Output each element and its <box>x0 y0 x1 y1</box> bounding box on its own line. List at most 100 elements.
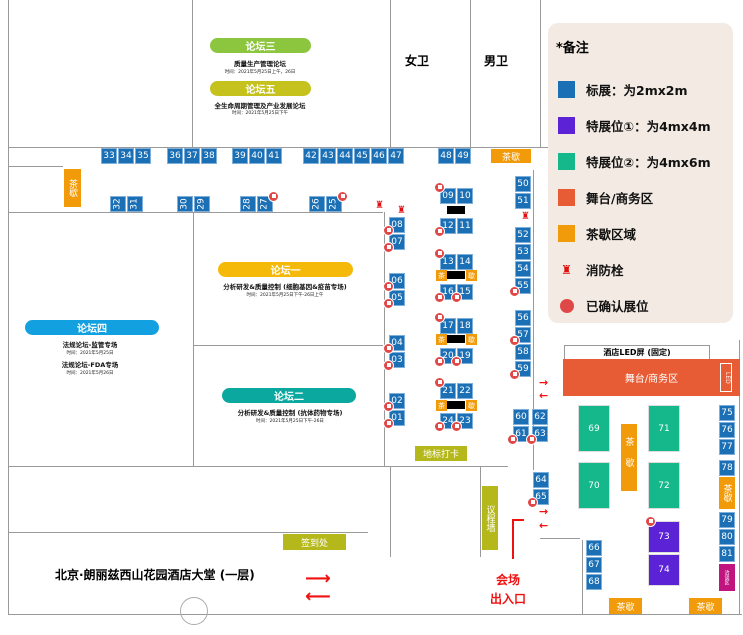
booth-56[interactable]: 56 <box>515 310 531 326</box>
booth-39[interactable]: 39 <box>232 148 248 164</box>
booth-49[interactable]: 49 <box>455 148 471 164</box>
arrow-right-icon: ⟶ <box>305 568 331 589</box>
booth-38[interactable]: 38 <box>201 148 217 164</box>
confirmed-booth-flag-icon <box>383 401 394 412</box>
fire-hydrant-icon: ♜ <box>375 200 384 211</box>
wall <box>390 0 391 147</box>
wall <box>192 0 193 147</box>
confirmed-booth-flag-icon <box>509 286 520 297</box>
booth-47[interactable]: 47 <box>388 148 404 164</box>
forum-3-label[interactable]: 论坛三 <box>210 38 311 53</box>
booth-30[interactable]: 30 <box>177 196 193 212</box>
booth-51[interactable]: 51 <box>515 193 531 209</box>
tea-break-right: 茶歇 <box>719 477 735 509</box>
booth-64[interactable]: 64 <box>533 472 549 488</box>
booth-46[interactable]: 46 <box>371 148 387 164</box>
booth-54[interactable]: 54 <box>515 261 531 277</box>
forum-1-time: 时间：2021年5月25日下午-26日上午 <box>246 293 324 298</box>
booth-52[interactable]: 52 <box>515 227 531 243</box>
forum-5-label[interactable]: 论坛五 <box>210 81 311 96</box>
special-booth-71[interactable]: 71 <box>648 405 680 452</box>
confirmed-booth-flag-icon <box>451 292 462 303</box>
booth-81[interactable]: 81 <box>719 546 735 562</box>
booth-37[interactable]: 37 <box>184 148 200 164</box>
booth-41[interactable]: 41 <box>266 148 282 164</box>
legend-swatch <box>558 153 575 170</box>
booth-26[interactable]: 26 <box>309 196 325 212</box>
legend-label: 特展位②：为4mx6m <box>586 155 711 170</box>
wall <box>8 166 63 167</box>
booth-09[interactable]: 09 <box>440 188 456 204</box>
forum-1-label[interactable]: 论坛一 <box>218 262 353 277</box>
booth-67[interactable]: 67 <box>586 557 602 573</box>
booth-28[interactable]: 28 <box>240 196 256 212</box>
booth-76[interactable]: 76 <box>719 422 735 438</box>
booth-31[interactable]: 31 <box>127 196 143 212</box>
booth-48[interactable]: 48 <box>438 148 454 164</box>
special-booth-74[interactable]: 74 <box>648 554 680 586</box>
booth-78[interactable]: 78 <box>719 460 735 476</box>
venue-entrance[interactable]: 会场 出入口 <box>490 571 526 609</box>
forum-4-label[interactable]: 论坛四 <box>25 320 159 335</box>
confirmed-booth-flag-icon <box>337 191 348 202</box>
booth-53[interactable]: 53 <box>515 244 531 260</box>
forum-4-title-2: 法规论坛-FDA专场 <box>61 361 119 369</box>
booth-18[interactable]: 18 <box>457 318 473 334</box>
tea-break-tag: 歇 <box>466 270 477 281</box>
legend-swatch <box>558 225 575 242</box>
booth-45[interactable]: 45 <box>354 148 370 164</box>
booth-66[interactable]: 66 <box>586 540 602 556</box>
confirmed-booth-flag-icon <box>383 418 394 429</box>
booth-33[interactable]: 33 <box>101 148 117 164</box>
booth-75[interactable]: 75 <box>719 405 735 421</box>
booth-11[interactable]: 11 <box>457 218 473 234</box>
booth-13[interactable]: 13 <box>440 254 456 270</box>
booth-62[interactable]: 62 <box>532 409 548 425</box>
booth-36[interactable]: 36 <box>167 148 183 164</box>
booth-21[interactable]: 21 <box>440 383 456 399</box>
booth-77[interactable]: 77 <box>719 439 735 455</box>
confirmed-booth-flag-icon <box>526 434 537 445</box>
booth-34[interactable]: 34 <box>118 148 134 164</box>
booth-22[interactable]: 22 <box>457 383 473 399</box>
fire-hydrant-icon: ♜ <box>521 211 530 222</box>
wall <box>533 170 534 470</box>
booth-35[interactable]: 35 <box>135 148 151 164</box>
forum-3-title: 质量生产管理论坛 <box>234 60 286 68</box>
booth-42[interactable]: 42 <box>303 148 319 164</box>
registration-desk[interactable]: 签到处 <box>283 534 346 550</box>
wall <box>8 614 583 615</box>
special-booth-73[interactable]: 73 <box>648 521 680 553</box>
booth-10[interactable]: 10 <box>457 188 473 204</box>
booth-17[interactable]: 17 <box>440 318 456 334</box>
booth-40[interactable]: 40 <box>249 148 265 164</box>
arrow-right-icon: → <box>539 505 549 518</box>
wall <box>8 147 548 148</box>
booth-44[interactable]: 44 <box>337 148 353 164</box>
booth-80[interactable]: 80 <box>719 529 735 545</box>
booth-50[interactable]: 50 <box>515 176 531 192</box>
special-booth-70[interactable]: 70 <box>578 462 610 509</box>
booth-58[interactable]: 58 <box>515 344 531 360</box>
wall <box>739 340 740 615</box>
entrance-line-2: 出入口 <box>490 592 527 606</box>
tea-break-tag: 歇 <box>466 334 477 345</box>
confirmed-booth-flag-icon <box>434 182 445 193</box>
forum-1-title: 分析研发&质量控制 (细胞基因&疫苗专场) <box>223 283 347 291</box>
booth-43[interactable]: 43 <box>320 148 336 164</box>
special-booth-72[interactable]: 72 <box>648 462 680 509</box>
entrance-path-arrow <box>512 519 524 559</box>
booth-60[interactable]: 60 <box>513 409 529 425</box>
booth-79[interactable]: 79 <box>719 512 735 528</box>
wall <box>8 0 9 615</box>
forum-5-time: 时间：2021年5月25日下午 <box>231 111 289 116</box>
legend-title: *备注 <box>556 41 589 56</box>
booth-32[interactable]: 32 <box>110 196 126 212</box>
booth-14[interactable]: 14 <box>457 254 473 270</box>
booth-68[interactable]: 68 <box>586 574 602 590</box>
led-screen-label: 酒店LED屏 (固定) <box>564 345 710 359</box>
forum-2-label[interactable]: 论坛二 <box>222 388 356 403</box>
special-booth-69[interactable]: 69 <box>578 405 610 452</box>
booth-29[interactable]: 29 <box>194 196 210 212</box>
